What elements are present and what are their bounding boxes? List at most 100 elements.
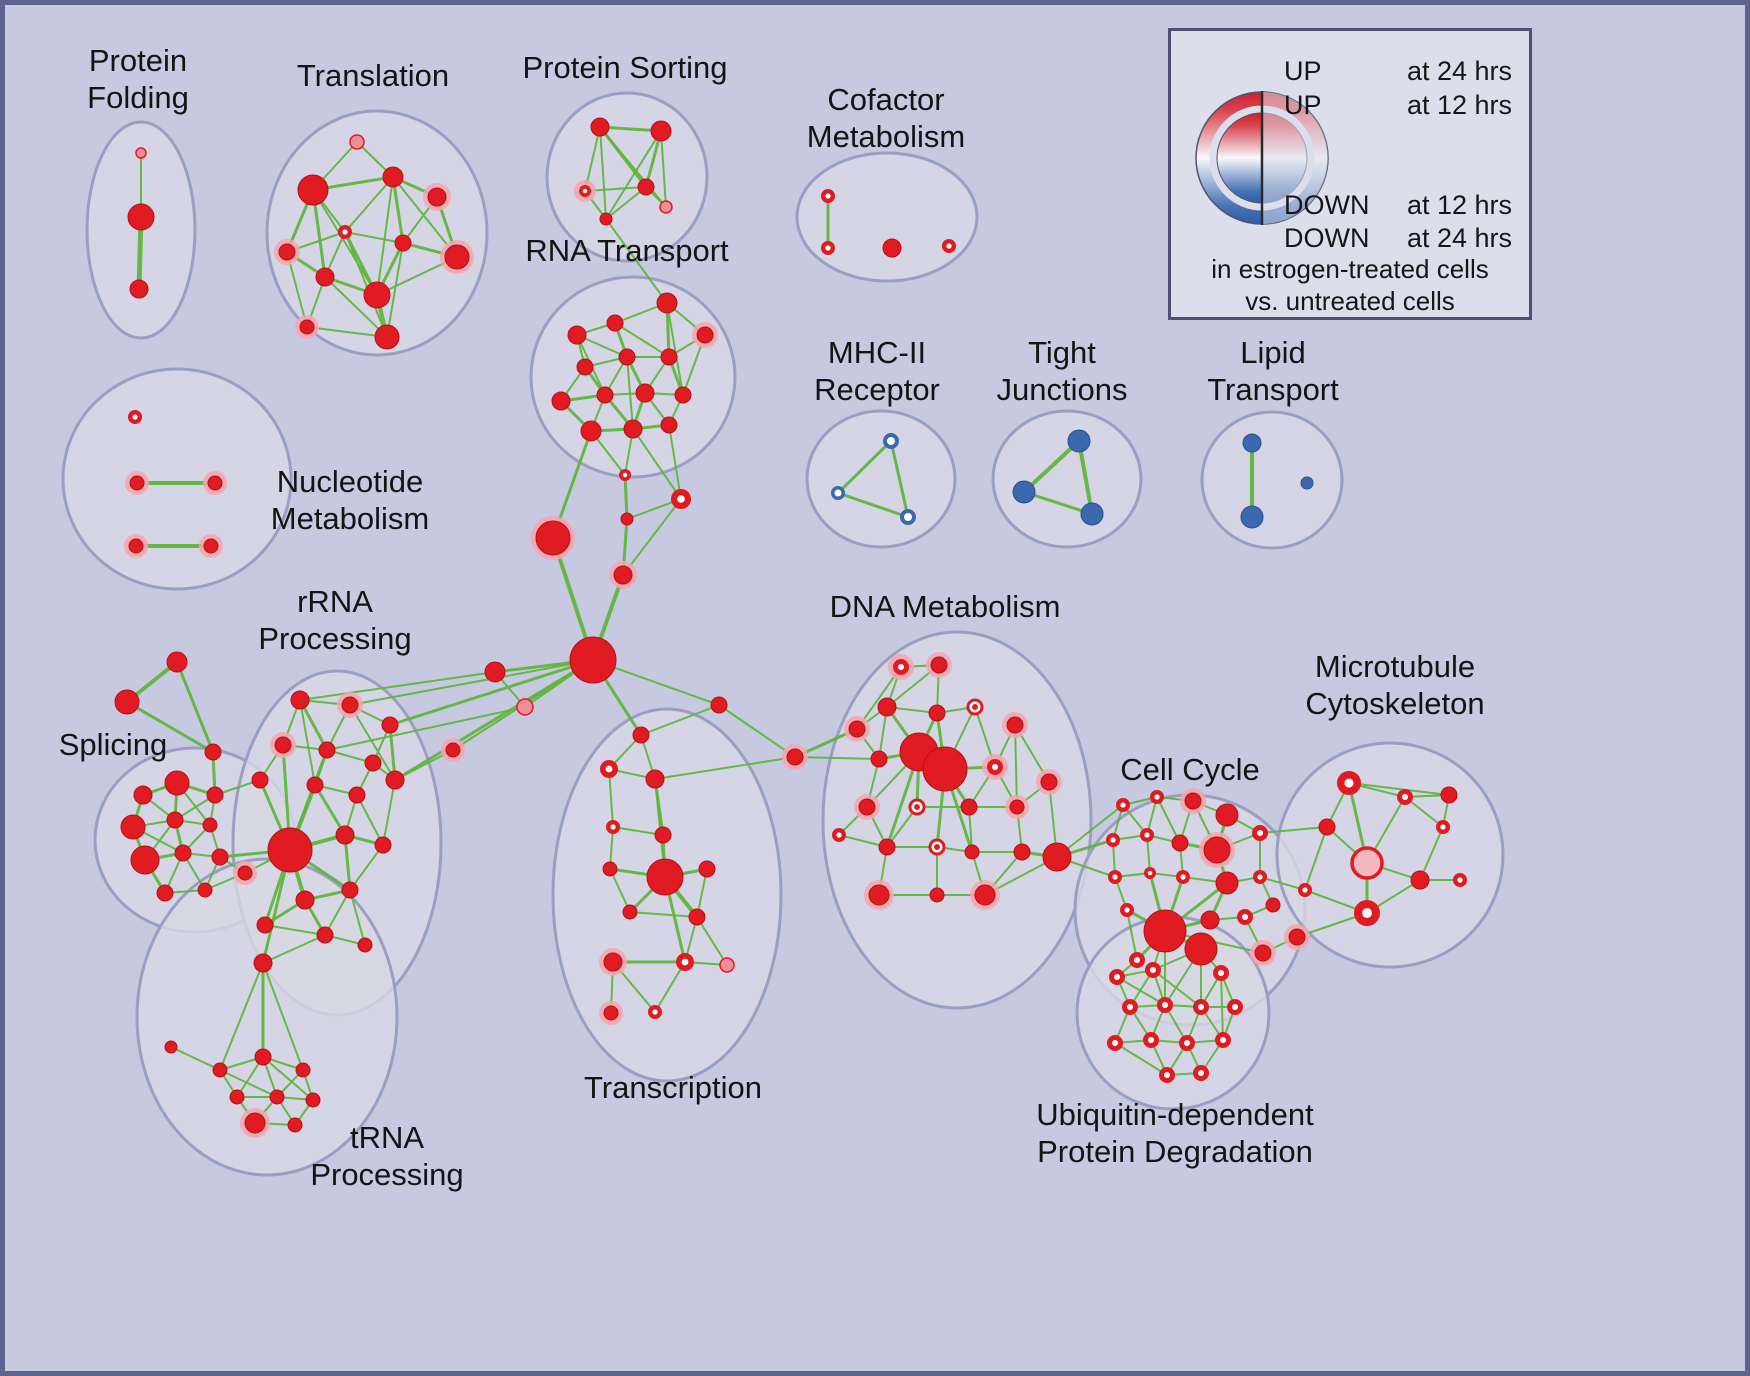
network-node[interactable] bbox=[646, 858, 684, 896]
network-node[interactable] bbox=[1251, 824, 1268, 841]
network-node[interactable] bbox=[782, 744, 808, 770]
network-node[interactable] bbox=[1176, 869, 1191, 884]
network-node[interactable] bbox=[831, 486, 845, 500]
network-node[interactable] bbox=[203, 471, 227, 495]
network-node[interactable] bbox=[606, 314, 624, 332]
network-node[interactable] bbox=[164, 770, 190, 796]
network-node[interactable] bbox=[166, 811, 184, 829]
network-node[interactable] bbox=[574, 180, 596, 202]
network-node[interactable] bbox=[1036, 769, 1062, 795]
network-node[interactable] bbox=[645, 769, 665, 789]
network-node[interactable] bbox=[1184, 932, 1218, 966]
network-node[interactable] bbox=[127, 410, 142, 425]
network-node[interactable] bbox=[632, 726, 650, 744]
network-node[interactable] bbox=[929, 887, 945, 903]
network-node[interactable] bbox=[1142, 1031, 1159, 1048]
network-node[interactable] bbox=[1116, 797, 1131, 812]
network-node[interactable] bbox=[287, 1117, 303, 1133]
network-node[interactable] bbox=[1042, 842, 1072, 872]
network-node[interactable] bbox=[941, 238, 956, 253]
network-node[interactable] bbox=[363, 281, 391, 309]
network-node[interactable] bbox=[960, 798, 978, 816]
network-node[interactable] bbox=[1236, 908, 1253, 925]
network-node[interactable] bbox=[1108, 869, 1123, 884]
network-node[interactable] bbox=[382, 166, 404, 188]
network-node[interactable] bbox=[878, 838, 896, 856]
network-node[interactable] bbox=[1226, 998, 1243, 1015]
network-node[interactable] bbox=[1436, 819, 1451, 834]
network-node[interactable] bbox=[596, 386, 614, 404]
network-node[interactable] bbox=[1453, 872, 1468, 887]
network-node[interactable] bbox=[385, 770, 405, 790]
network-node[interactable] bbox=[623, 419, 643, 439]
network-node[interactable] bbox=[1318, 818, 1336, 836]
network-node[interactable] bbox=[1250, 940, 1276, 966]
network-node[interactable] bbox=[1121, 998, 1138, 1015]
network-node[interactable] bbox=[199, 534, 223, 558]
network-node[interactable] bbox=[635, 383, 655, 403]
network-node[interactable] bbox=[1440, 786, 1458, 804]
network-node[interactable] bbox=[654, 826, 672, 844]
network-node[interactable] bbox=[1200, 910, 1220, 930]
network-node[interactable] bbox=[295, 890, 315, 910]
network-node[interactable] bbox=[620, 512, 634, 526]
network-node[interactable] bbox=[240, 1108, 270, 1138]
network-node[interactable] bbox=[381, 716, 399, 734]
network-node[interactable] bbox=[364, 754, 382, 772]
network-node[interactable] bbox=[1156, 996, 1173, 1013]
network-node[interactable] bbox=[966, 698, 984, 716]
network-node[interactable] bbox=[599, 1001, 623, 1025]
network-node[interactable] bbox=[1013, 843, 1031, 861]
network-node[interactable] bbox=[1396, 788, 1413, 805]
network-node[interactable] bbox=[441, 738, 465, 762]
network-node[interactable] bbox=[982, 754, 1008, 780]
network-node[interactable] bbox=[660, 348, 678, 366]
network-node[interactable] bbox=[129, 279, 149, 299]
network-node[interactable] bbox=[120, 814, 146, 840]
network-node[interactable] bbox=[1215, 871, 1239, 895]
network-node[interactable] bbox=[569, 636, 617, 684]
network-node[interactable] bbox=[130, 845, 160, 875]
network-node[interactable] bbox=[908, 798, 926, 816]
network-node[interactable] bbox=[602, 861, 618, 877]
network-node[interactable] bbox=[394, 234, 412, 252]
network-node[interactable] bbox=[197, 882, 213, 898]
network-node[interactable] bbox=[338, 224, 353, 239]
network-node[interactable] bbox=[233, 861, 257, 885]
network-node[interactable] bbox=[670, 489, 691, 510]
network-node[interactable] bbox=[204, 743, 222, 761]
network-node[interactable] bbox=[650, 120, 672, 142]
network-node[interactable] bbox=[125, 471, 149, 495]
network-node[interactable] bbox=[675, 952, 694, 971]
network-node[interactable] bbox=[516, 698, 534, 716]
network-node[interactable] bbox=[484, 661, 506, 683]
network-node[interactable] bbox=[1080, 502, 1104, 526]
network-node[interactable] bbox=[1300, 476, 1314, 490]
network-node[interactable] bbox=[229, 1089, 245, 1105]
network-node[interactable] bbox=[174, 844, 192, 862]
network-node[interactable] bbox=[254, 1048, 272, 1066]
network-node[interactable] bbox=[928, 704, 946, 722]
network-node[interactable] bbox=[166, 651, 188, 673]
network-node[interactable] bbox=[1240, 505, 1264, 529]
network-node[interactable] bbox=[1265, 897, 1281, 913]
network-node[interactable] bbox=[1143, 909, 1187, 953]
network-node[interactable] bbox=[599, 759, 618, 778]
network-node[interactable] bbox=[882, 238, 902, 258]
network-node[interactable] bbox=[1284, 924, 1310, 950]
network-node[interactable] bbox=[609, 561, 637, 589]
network-node[interactable] bbox=[295, 1062, 311, 1078]
network-node[interactable] bbox=[698, 860, 716, 878]
network-node[interactable] bbox=[253, 953, 273, 973]
network-node[interactable] bbox=[660, 416, 678, 434]
network-node[interactable] bbox=[256, 916, 274, 934]
network-node[interactable] bbox=[156, 884, 174, 902]
network-node[interactable] bbox=[270, 732, 296, 758]
network-node[interactable] bbox=[1253, 869, 1268, 884]
network-node[interactable] bbox=[1171, 834, 1189, 852]
network-node[interactable] bbox=[315, 267, 335, 287]
network-node[interactable] bbox=[922, 746, 968, 792]
network-node[interactable] bbox=[1298, 882, 1313, 897]
network-node[interactable] bbox=[854, 794, 880, 820]
